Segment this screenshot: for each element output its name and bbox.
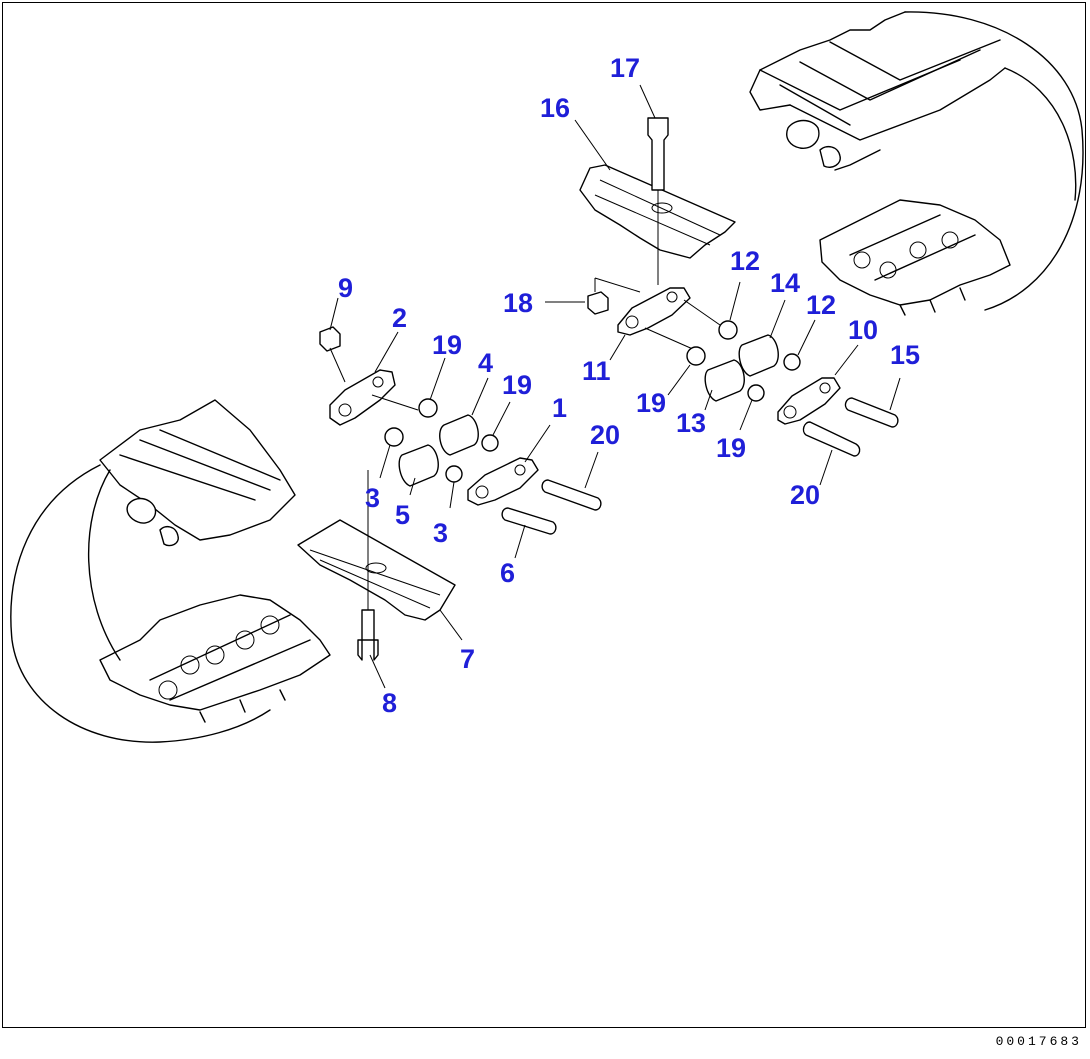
- drawing-number: 00017683: [995, 1034, 1082, 1049]
- callout-5: 5: [395, 500, 411, 530]
- callout-10: 10: [848, 315, 879, 345]
- callout-18: 18: [503, 288, 534, 318]
- callout-19a: 19: [432, 330, 463, 360]
- callout-2: 2: [392, 303, 408, 333]
- callout-4: 4: [478, 348, 494, 378]
- callout-9: 9: [338, 273, 354, 303]
- drawing-frame: [2, 2, 1086, 1028]
- seal-3a: [384, 427, 404, 447]
- callout-3a: 3: [365, 483, 381, 513]
- callout-3b: 3: [433, 518, 449, 548]
- seal-3b: [445, 465, 463, 483]
- callout-7: 7: [460, 644, 476, 674]
- callout-17: 17: [610, 53, 641, 83]
- callout-6: 6: [500, 558, 516, 588]
- link-2: [329, 369, 396, 426]
- bushing-13: [704, 359, 745, 402]
- link-10: [777, 377, 841, 425]
- callout-14: 14: [770, 268, 801, 298]
- seal-19b: [481, 434, 499, 452]
- nut-18: [587, 291, 609, 315]
- pin-6: [501, 507, 557, 535]
- callout-15: 15: [890, 340, 921, 370]
- pin-20a: [541, 479, 602, 511]
- callout-19b: 19: [502, 370, 533, 400]
- track-assembly-lower-left: [10, 399, 331, 743]
- seal-19a: [418, 398, 438, 418]
- bushing-5: [398, 444, 439, 487]
- leader-lines: [329, 84, 901, 689]
- track-shoe-7: [297, 519, 456, 621]
- bolt-8: [357, 609, 379, 661]
- pin-20b: [802, 421, 861, 457]
- callout-19c: 19: [636, 388, 667, 418]
- pin-15: [844, 397, 899, 428]
- seal-19c: [686, 346, 706, 366]
- track-assembly-upper-right: [749, 11, 1084, 316]
- seal-12a: [718, 320, 738, 340]
- bushing-4: [439, 414, 479, 456]
- callout-12b: 12: [806, 290, 837, 320]
- bushing-14: [738, 334, 779, 377]
- seal-19d: [747, 384, 765, 402]
- callout-11: 11: [582, 356, 611, 386]
- callout-1: 1: [552, 393, 568, 423]
- callout-19d: 19: [716, 433, 747, 463]
- seal-12b: [783, 353, 801, 371]
- callout-13: 13: [676, 408, 707, 438]
- link-1: [467, 457, 539, 506]
- nut-9: [319, 326, 341, 352]
- callout-12a: 12: [730, 246, 761, 276]
- bolt-17: [647, 117, 669, 191]
- callout-8: 8: [382, 688, 398, 718]
- callout-20b: 20: [790, 480, 821, 510]
- callout-20a: 20: [590, 420, 621, 450]
- link-11: [617, 287, 691, 336]
- callout-16: 16: [540, 93, 571, 123]
